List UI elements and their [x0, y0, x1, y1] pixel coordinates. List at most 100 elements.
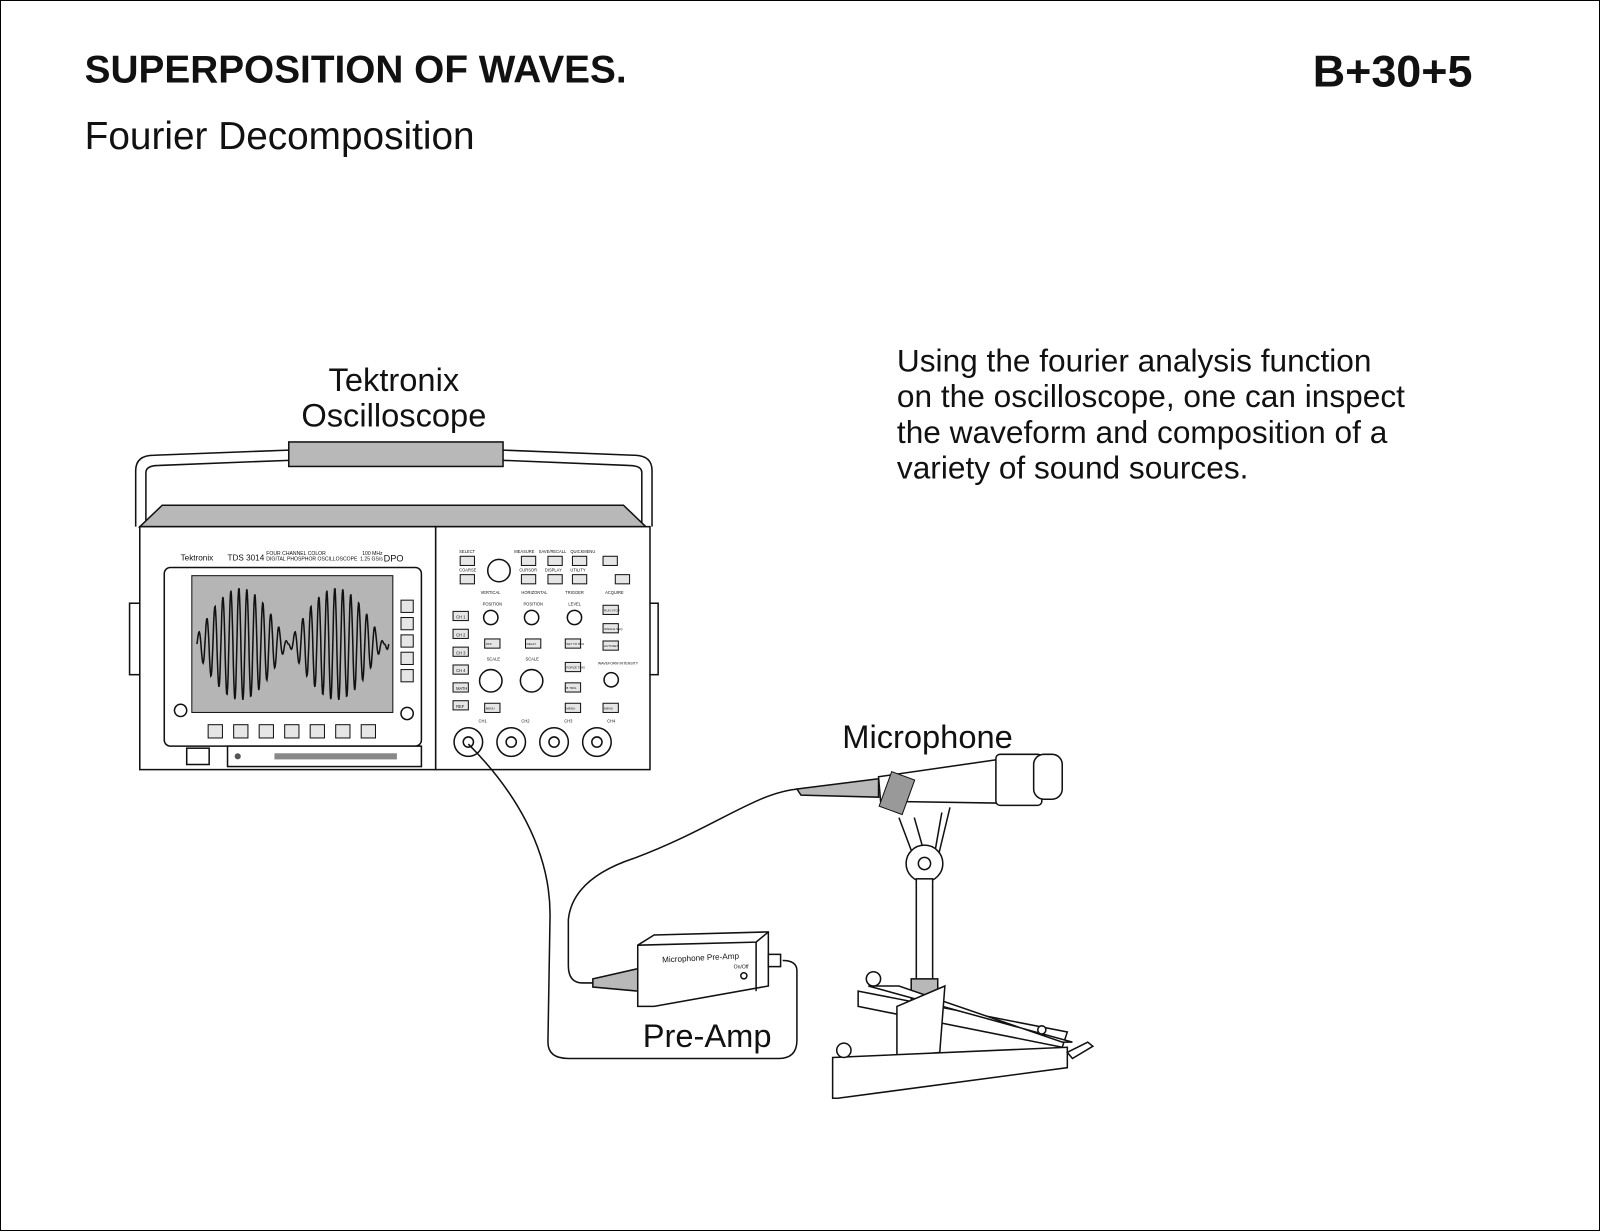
preamp-label: Pre-Amp: [643, 1017, 772, 1054]
panel-button[interactable]: [484, 702, 501, 713]
panel-button[interactable]: [614, 574, 631, 585]
panel-label: SAVE/RECALL: [539, 549, 567, 554]
scope-cable: [467, 743, 798, 1060]
bottom-menu-button[interactable]: [233, 724, 249, 739]
input-label: CH3: [564, 719, 573, 724]
channel-button[interactable]: [452, 664, 469, 675]
panel-label: UTILITY: [570, 568, 585, 573]
panel-button[interactable]: [564, 682, 582, 693]
panel-button[interactable]: [484, 638, 501, 649]
panel-button-label: MENU: [604, 706, 613, 710]
panel-button[interactable]: [602, 623, 619, 634]
description-line: on the oscilloscope, one can inspect: [897, 378, 1405, 414]
knob-label: LEVEL: [568, 601, 581, 606]
mic-stand: [831, 807, 1095, 1100]
page-code: B+30+5: [1313, 46, 1473, 97]
page-title: SUPERPOSITION OF WAVES.: [85, 49, 627, 92]
channel-button[interactable]: [452, 628, 469, 639]
panel-label: COARSE: [459, 568, 476, 573]
description-line: Using the fourier analysis function: [897, 343, 1372, 379]
panel-button[interactable]: [564, 661, 582, 673]
panel-button[interactable]: [520, 555, 537, 566]
side-menu-button[interactable]: [400, 617, 414, 631]
panel-button[interactable]: [459, 555, 475, 566]
panel-button-label: SINGLE SEQ: [604, 627, 623, 631]
panel-button[interactable]: [602, 640, 619, 651]
panel-button[interactable]: [602, 604, 619, 615]
knob[interactable]: [482, 609, 499, 626]
channel-button[interactable]: [452, 646, 469, 657]
channel-button-label: CH 3: [456, 650, 466, 655]
oscilloscope-label: Tektronix: [329, 361, 460, 398]
handle-grip: [287, 441, 504, 468]
section-label: HORIZONTAL: [521, 590, 548, 595]
preamp-switch-label: On/Off: [734, 965, 749, 971]
channel-button[interactable]: [452, 610, 469, 622]
panel-label: CURSOR: [519, 568, 537, 573]
panel-button[interactable]: [571, 574, 588, 585]
bottom-menu-button[interactable]: [258, 724, 274, 739]
scope-brand: Tektronix: [181, 553, 214, 562]
waveform: [196, 588, 390, 701]
description-line: variety of sound sources.: [897, 450, 1249, 486]
panel-button-label: DELAY: [527, 642, 537, 646]
panel-button[interactable]: [547, 574, 563, 585]
channel-button[interactable]: [452, 700, 469, 711]
power-switch[interactable]: [740, 971, 748, 980]
panel-button[interactable]: [564, 702, 582, 713]
scope-desc: FOUR CHANNEL COLOR: [266, 551, 326, 557]
knob[interactable]: [519, 668, 544, 693]
bottom-menu-button[interactable]: [360, 724, 377, 739]
panel-button[interactable]: [602, 702, 619, 713]
side-menu-button[interactable]: [400, 634, 414, 648]
knob[interactable]: [523, 609, 540, 626]
side-menu-button[interactable]: [400, 669, 414, 683]
panel-button[interactable]: [520, 574, 537, 585]
panel-button[interactable]: [524, 638, 542, 649]
input-label: CH4: [607, 719, 616, 724]
bottom-menu-button[interactable]: [207, 724, 223, 739]
panel-label: SELECT: [459, 549, 475, 554]
panel-button[interactable]: [547, 555, 563, 566]
oscilloscope: Tektronix TDS 3014 FOUR CHANNEL COLOR DI…: [128, 441, 659, 771]
panel-button[interactable]: [564, 638, 582, 649]
mic-cable: [567, 788, 800, 984]
side-menu-button[interactable]: [400, 651, 414, 665]
bottom-menu-button[interactable]: [335, 724, 351, 739]
preamp-box: Microphone Pre-Amp On/Off: [592, 931, 782, 1008]
channel-button-label: CH 2: [456, 632, 466, 637]
channel-button-label: CH 4: [456, 668, 466, 673]
knob[interactable]: [603, 671, 620, 688]
bnc-center: [505, 736, 518, 748]
panel-label: MEASURE: [514, 549, 534, 554]
scope-model: TDS 3014: [228, 553, 265, 562]
knob[interactable]: [478, 668, 503, 693]
channel-button-label: CH 1: [456, 615, 466, 620]
panel-label: DISPLAY: [545, 568, 562, 573]
knob-label: POSITION: [523, 601, 543, 606]
channel-button[interactable]: [452, 682, 469, 693]
microphone-label: Microphone: [842, 718, 1013, 755]
knob-label: SCALE: [525, 656, 539, 661]
bnc-center: [591, 736, 603, 748]
oscilloscope-label: Oscilloscope: [301, 397, 486, 434]
bottom-menu-button[interactable]: [284, 724, 300, 739]
panel-button-label: SET TO 50%: [566, 642, 584, 646]
intensity-label: WAVEFORM INTENSITY: [598, 661, 639, 665]
section-label: ACQUIRE: [605, 590, 624, 595]
knob-label: POSITION: [483, 601, 503, 606]
scope-spec: 1.25 GS/s: [360, 556, 383, 562]
bottom-menu-button[interactable]: [309, 724, 325, 739]
panel-button-label: RUN STOP: [604, 608, 620, 612]
side-menu-button[interactable]: [400, 599, 414, 613]
panel-button-label: OFF: [486, 642, 492, 646]
panel-label: QUICKMENU: [570, 549, 595, 554]
scope-desc: DIGITAL PHOSPHOR OSCILLOSCOPE: [266, 556, 358, 562]
panel-button[interactable]: [602, 555, 618, 566]
panel-button[interactable]: [571, 555, 588, 566]
panel-button[interactable]: [459, 574, 475, 585]
knob[interactable]: [566, 609, 583, 626]
section-label: TRIGGER: [565, 590, 584, 595]
